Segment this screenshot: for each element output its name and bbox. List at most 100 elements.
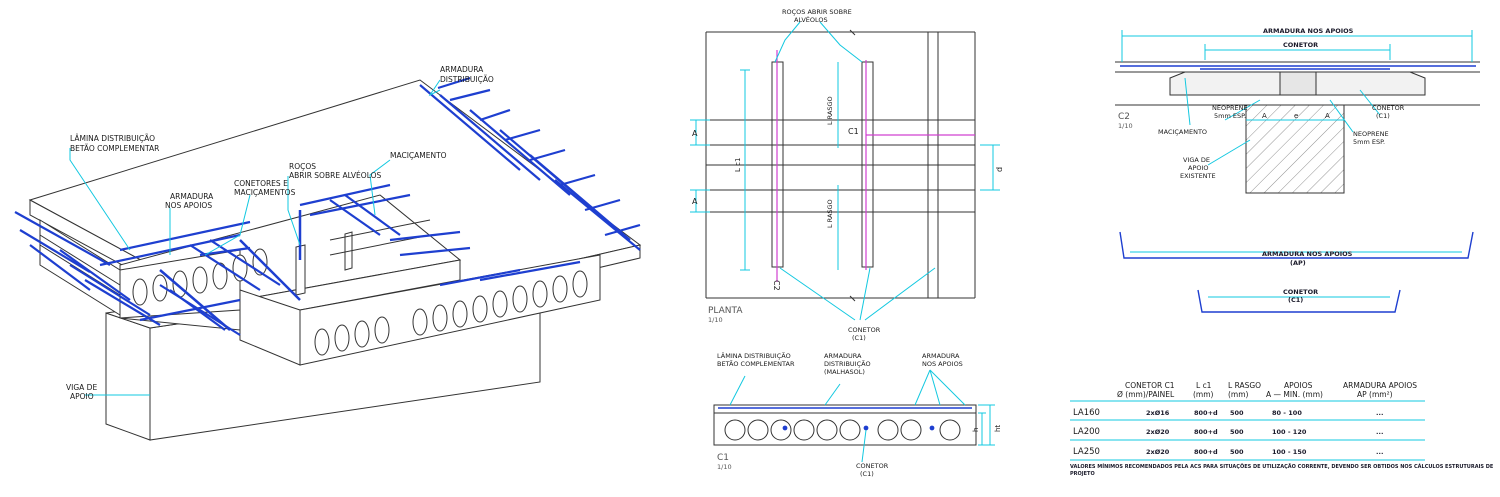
plan-outline <box>705 29 976 302</box>
th-lc1-2: (mm) <box>1193 390 1214 399</box>
c2-a1: A <box>1262 112 1267 120</box>
rebars-distribution <box>14 76 641 336</box>
label-armadura-dist-1: ARMADURA <box>440 65 484 74</box>
bar-ap-1: ARMADURA NOS APOIOS <box>1262 250 1353 258</box>
c2-neoprene-l-1: NEOPRENE <box>1212 104 1248 112</box>
section-c2: ARMADURA NOS APOIOS CONETOR NEOPRENE 5mm… <box>1115 27 1480 194</box>
table-note-2: PROJETO <box>1070 471 1095 477</box>
table-row-1: LA160 2xØ16 800+d 500 80 - 100 ... <box>1073 408 1383 418</box>
plan-title: PLANTA <box>708 306 743 316</box>
td-armadura-2: ... <box>1376 428 1383 436</box>
plan-scale: 1/10 <box>708 316 723 324</box>
td-conetor-1: 2xØ16 <box>1146 409 1170 417</box>
bar-c1-2: (C1) <box>1288 296 1303 304</box>
plan-a-bot: A <box>692 197 698 206</box>
plan-lc1: L c1 <box>734 158 742 172</box>
c2-viga-3: EXISTENTE <box>1180 172 1216 180</box>
th-lrasgo-1: L RASGO <box>1228 381 1261 390</box>
td-armadura-3: ... <box>1376 448 1383 456</box>
plan-magenta <box>776 50 975 282</box>
plan-rocos-1: ROÇOS ABRIR SOBRE <box>782 8 852 16</box>
c2-a2: A <box>1325 112 1330 120</box>
td-armadura-1: ... <box>1376 409 1383 417</box>
label-macicamento: MACIÇAMENTO <box>390 151 447 160</box>
td-apoios-2: 100 - 120 <box>1272 428 1307 436</box>
table-row-2: LA200 2xØ20 800+d 500 100 - 120 ... <box>1073 427 1383 437</box>
label-viga-2: APOIO <box>70 392 94 401</box>
c2-scale: 1/10 <box>1118 122 1133 130</box>
td-label-3: LA250 <box>1073 447 1100 457</box>
td-lc1-1: 800+d <box>1194 409 1218 417</box>
label-conetores-1: CONETORES E <box>234 179 288 188</box>
td-lc1-2: 800+d <box>1194 428 1218 436</box>
section-c1: LÂMINA DISTRIBUIÇÃO BETÃO COMPLEMENTAR A… <box>713 351 1002 478</box>
c2-conetor: CONETOR <box>1283 41 1318 49</box>
plan-lrasgo-bot: L RASGO <box>826 199 834 228</box>
c2-e: e <box>1294 112 1298 120</box>
label-armadura-apoios-2: NOS APOIOS <box>165 201 212 210</box>
c2-neoprene-r-1: NEOPRENE <box>1353 130 1389 138</box>
section-voids <box>724 419 961 441</box>
table-header: CONETOR C1 Ø (mm)/PAINEL L c1 (mm) L RAS… <box>1117 381 1417 399</box>
label-armadura-dist-2: DISTRIBUIÇÃO <box>440 75 494 84</box>
label-lamina-1: LÂMINA DISTRIBUIÇÃO <box>70 134 155 143</box>
plan-d: d <box>995 167 1004 172</box>
section-conetor-1: CONETOR <box>856 462 889 470</box>
th-armadura-1: ARMADURA APOIOS <box>1343 381 1417 390</box>
section-title: C1 <box>717 453 729 463</box>
label-lamina-2: BETÃO COMPLEMENTAR <box>70 144 159 153</box>
label-rocos-1: ROÇOS <box>289 162 316 171</box>
section-armadura-apoios-2: NOS APOIOS <box>922 360 963 368</box>
section-conetor-2: (C1) <box>860 470 874 478</box>
isometric-view: LÂMINA DISTRIBUIÇÃO BETÃO COMPLEMENTAR A… <box>14 65 642 441</box>
label-conetores-2: MACIÇAMENTOS <box>234 188 296 197</box>
td-apoios-3: 100 - 150 <box>1272 448 1307 456</box>
td-conetor-2: 2xØ20 <box>1146 428 1170 436</box>
section-scale: 1/10 <box>717 463 732 471</box>
th-conetor-1: CONETOR C1 <box>1125 381 1175 390</box>
section-blue <box>718 407 972 431</box>
th-apoios-2: A — MIN. (mm) <box>1266 390 1323 399</box>
td-lc1-3: 800+d <box>1194 448 1218 456</box>
td-label-1: LA160 <box>1073 408 1100 418</box>
section-armadura-dist-2: DISTRIBUIÇÃO <box>824 359 871 368</box>
section-lamina-1: LÂMINA DISTRIBUIÇÃO <box>717 351 791 360</box>
plan-conetor-1: CONETOR <box>848 326 881 334</box>
table-row-3: LA250 2xØ20 800+d 500 100 - 150 ... <box>1073 447 1383 457</box>
c2-conetor-c1-1: CONETOR <box>1372 104 1405 112</box>
c2-conetor-c1-2: (C1) <box>1376 112 1390 120</box>
plan-c1: C1 <box>848 127 859 136</box>
c2-macicamento: MACIÇAMENTO <box>1158 128 1207 136</box>
bar-ap-2: (AP) <box>1290 259 1306 267</box>
td-lrasgo-3: 500 <box>1230 448 1244 456</box>
plan-cyan <box>690 21 1000 321</box>
plan-view: ROÇOS ABRIR SOBRE ALVÉOLOS A A L RASGO L… <box>690 8 1004 342</box>
td-lrasgo-2: 500 <box>1230 428 1244 436</box>
plan-conetor-2: (C1) <box>852 334 866 342</box>
bar-c1-1: CONETOR <box>1283 288 1318 296</box>
c2-armadura: ARMADURA NOS APOIOS <box>1263 27 1354 35</box>
c2-neoprene-l-2: 5mm ESP. <box>1214 112 1246 120</box>
plan-lrasgo-top: L RASGO <box>826 96 834 125</box>
iso-leaders <box>69 79 441 396</box>
c2-blue <box>1120 65 1476 70</box>
th-apoios-1: APOIOS <box>1284 381 1313 390</box>
label-viga-1: VIGA DE <box>66 383 97 392</box>
connector-bars <box>159 210 302 331</box>
section-h: h <box>972 428 980 432</box>
section-armadura-dist-1: ARMADURA <box>824 352 862 360</box>
c2-cyan <box>1121 30 1473 166</box>
plan-rocos-2: ALVÉOLOS <box>794 15 828 24</box>
th-armadura-2: AP (mm²) <box>1357 390 1393 399</box>
label-rocos-2: ABRIR SOBRE ALVÉOLOS <box>289 171 382 180</box>
section-lamina-2: BETÃO COMPLEMENTAR <box>717 359 795 368</box>
section-armadura-dist-3: (MALHASOL) <box>824 368 865 376</box>
c2-viga-1: VIGA DE <box>1183 156 1210 164</box>
c2-title: C2 <box>1118 112 1130 122</box>
bar-ap-shape <box>1119 231 1474 259</box>
plan-c2: C2 <box>772 280 781 291</box>
section-cyan <box>729 369 995 463</box>
plan-a-top: A <box>692 129 698 138</box>
c2-neoprene-r-2: 5mm ESP. <box>1353 138 1385 146</box>
